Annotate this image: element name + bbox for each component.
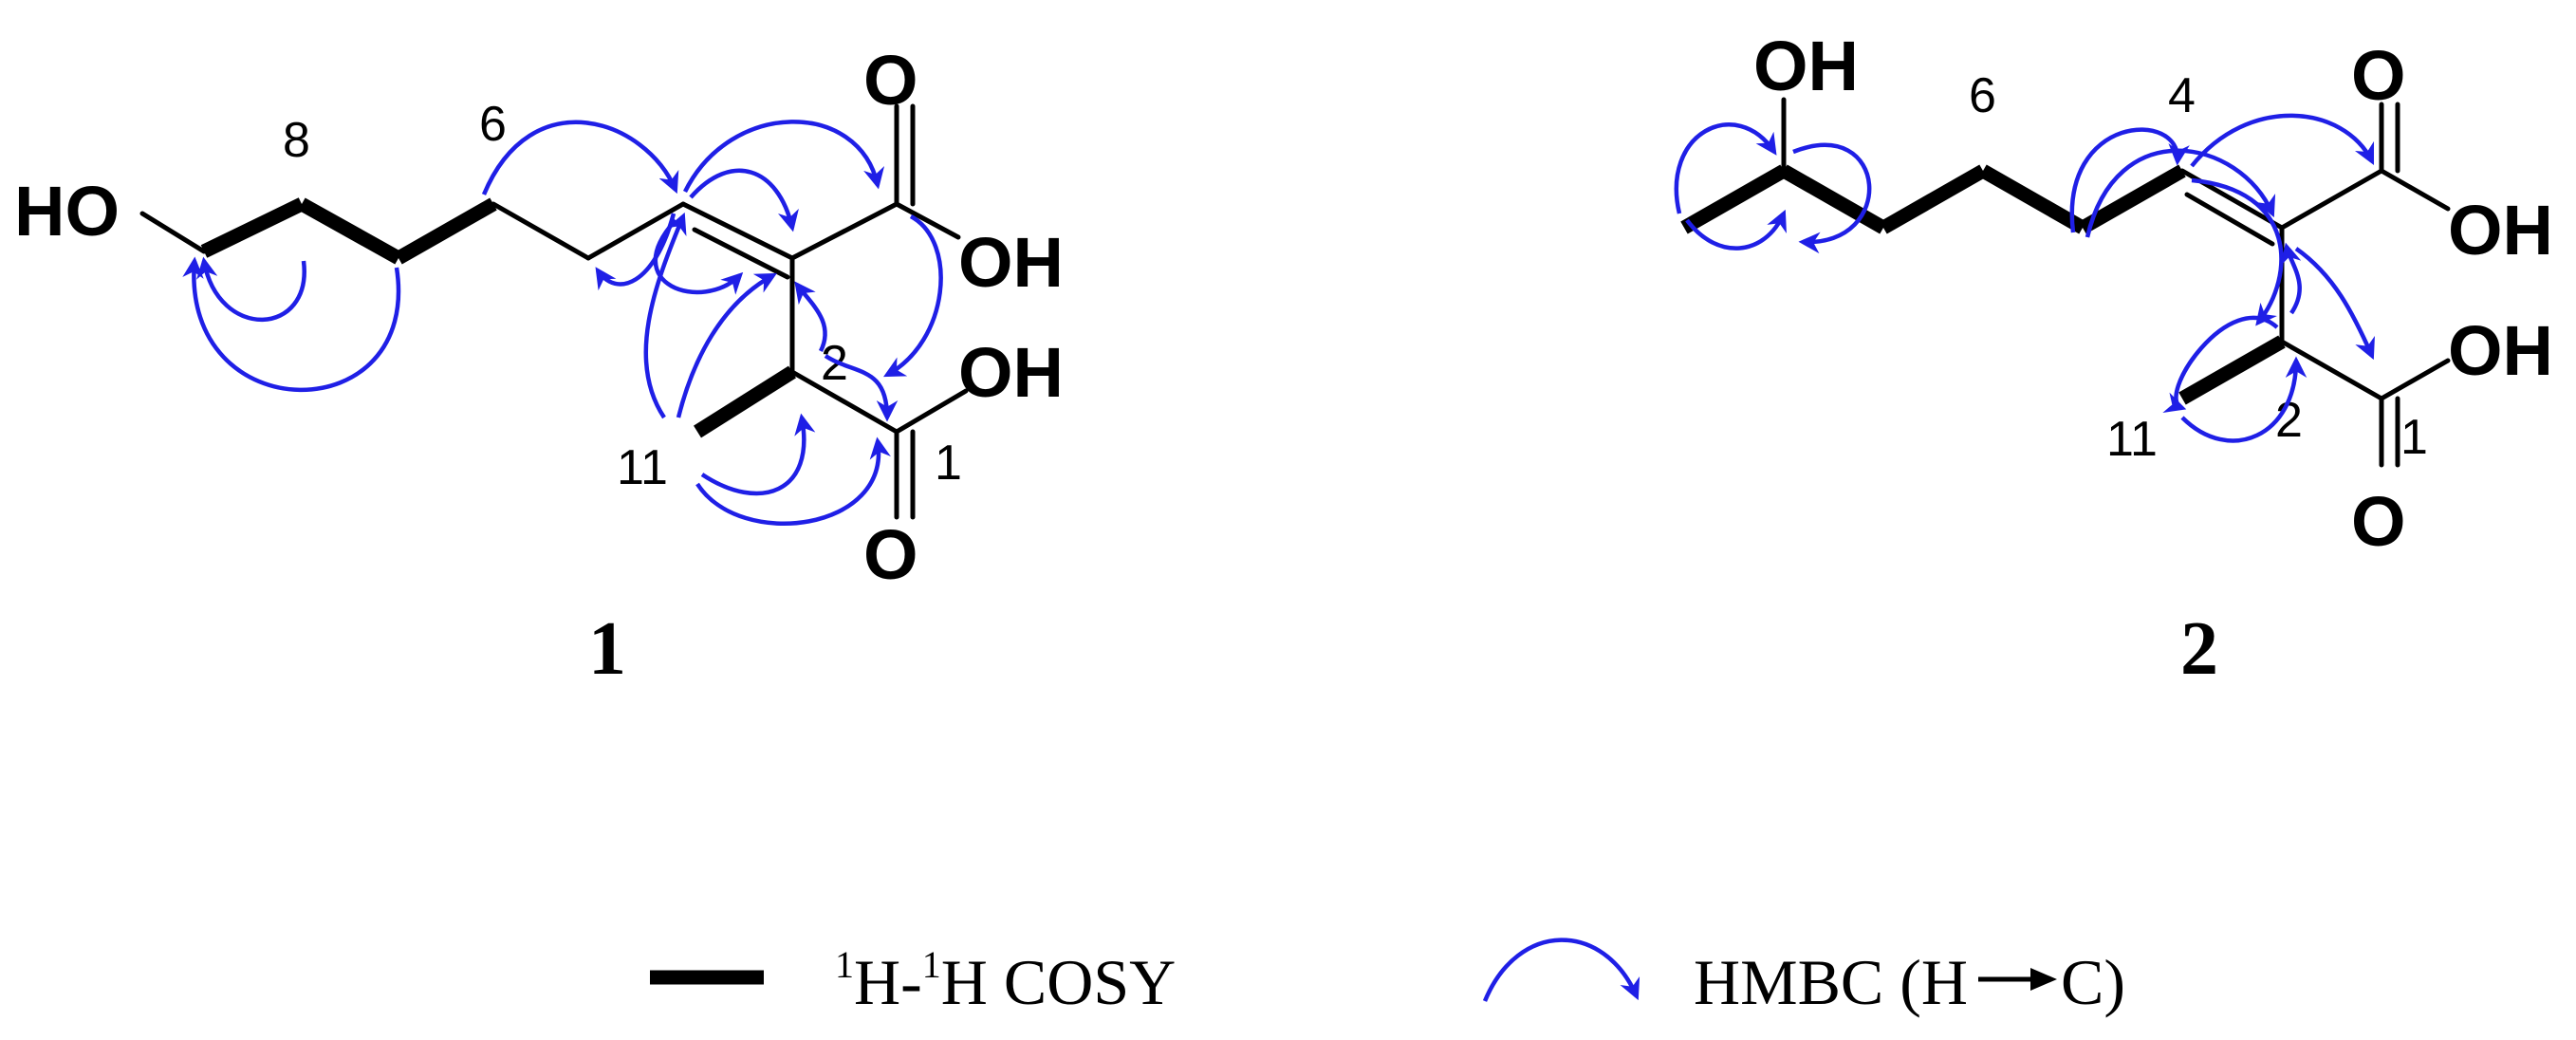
compound-2-atom-oh-top: OH: [1753, 27, 1859, 105]
compound-2-structure: OH OH OH O O 6 4 2 11 1: [1674, 27, 2553, 561]
compound-2-label: 2: [2180, 607, 2218, 691]
compound-2-atom-o-top: O: [2351, 36, 2406, 115]
legend-hmbc-arrow-icon: [1482, 938, 1640, 1002]
compound-2-atom-oh-upper: OH: [2448, 191, 2553, 269]
compound-1-hmbc-arrows: [182, 120, 943, 526]
compound-1-atom-oh-upper: OH: [958, 223, 1064, 302]
compound-2-atom-oh-lower: OH: [2448, 311, 2553, 390]
compound-2-hmbc-arrows: [1674, 113, 2375, 443]
legend-hmbc-label: HMBC (H: [1694, 946, 1968, 1018]
compound-2-position-11: 11: [2106, 412, 2158, 467]
compound-1-label: 1: [588, 607, 626, 691]
compound-1-atom-o-bottom: O: [863, 515, 918, 594]
compound-2-bonds: [1680, 97, 2451, 468]
compound-2-atom-o-bottom: O: [2351, 482, 2406, 561]
legend: 1H-1H COSY HMBC (H C): [650, 938, 2125, 1018]
compound-1-position-6: 6: [479, 97, 507, 152]
compound-1-position-8: 8: [283, 113, 310, 168]
legend-hmbc-direction-arrowhead-icon: [2030, 968, 2057, 991]
compound-1-atom-ho: HO: [14, 172, 120, 251]
legend-cosy-label: 1H-1H COSY: [835, 943, 1176, 1018]
compound-1-position-1: 1: [935, 436, 962, 491]
compound-2-position-1: 1: [2400, 410, 2428, 465]
compound-1-position-11: 11: [617, 440, 668, 495]
legend-hmbc-target: C): [2061, 946, 2125, 1018]
compound-1-atom-o-top: O: [863, 41, 918, 120]
compound-1-structure: HO OH OH O O 8 6 2 11 1: [14, 41, 1064, 594]
compound-2-position-4: 4: [2168, 68, 2196, 123]
compound-2-position-6: 6: [1969, 68, 1996, 123]
compound-1-bonds: [139, 103, 969, 520]
compound-1-atom-oh-lower: OH: [958, 333, 1064, 412]
